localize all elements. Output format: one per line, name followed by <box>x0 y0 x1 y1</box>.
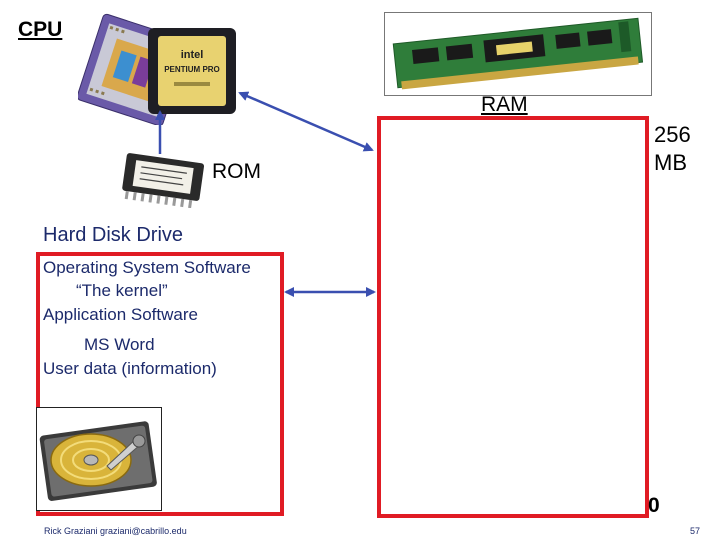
hdd-item-kernel: “The kernel” <box>76 281 168 300</box>
footer-author: Rick Graziani graziani@cabrillo.edu <box>44 526 187 536</box>
cpu-chip-brand: intel <box>181 49 204 61</box>
ram-size-line1: 256 <box>654 122 691 147</box>
hard-disk-box <box>36 252 284 516</box>
cpu-ram-arrow <box>238 91 374 152</box>
ram-size-line2: MB <box>654 150 687 175</box>
hard-disk-image <box>36 407 162 511</box>
rom-label: ROM <box>212 160 261 183</box>
cpu-chip-model: PENTIUM PRO <box>164 65 220 74</box>
page-number: 57 <box>690 526 701 536</box>
hdd-item-ms-word: MS Word <box>84 335 155 354</box>
hdd-item-applications: Application Software <box>43 305 198 324</box>
cpu-image: intel PENTIUM PRO <box>76 10 238 127</box>
ram-zero-label: 0 <box>648 494 660 517</box>
hdd-item-user-data: User data (information) <box>43 359 217 378</box>
hdd-item-os: Operating System Software <box>43 258 251 277</box>
ram-memory-box <box>377 116 649 518</box>
ram-label: RAM <box>481 93 528 116</box>
rom-chip-image <box>118 148 208 209</box>
cpu-label: CPU <box>18 18 63 41</box>
ram-module-image <box>384 12 652 96</box>
hard-disk-drive-label: Hard Disk Drive <box>43 224 184 246</box>
